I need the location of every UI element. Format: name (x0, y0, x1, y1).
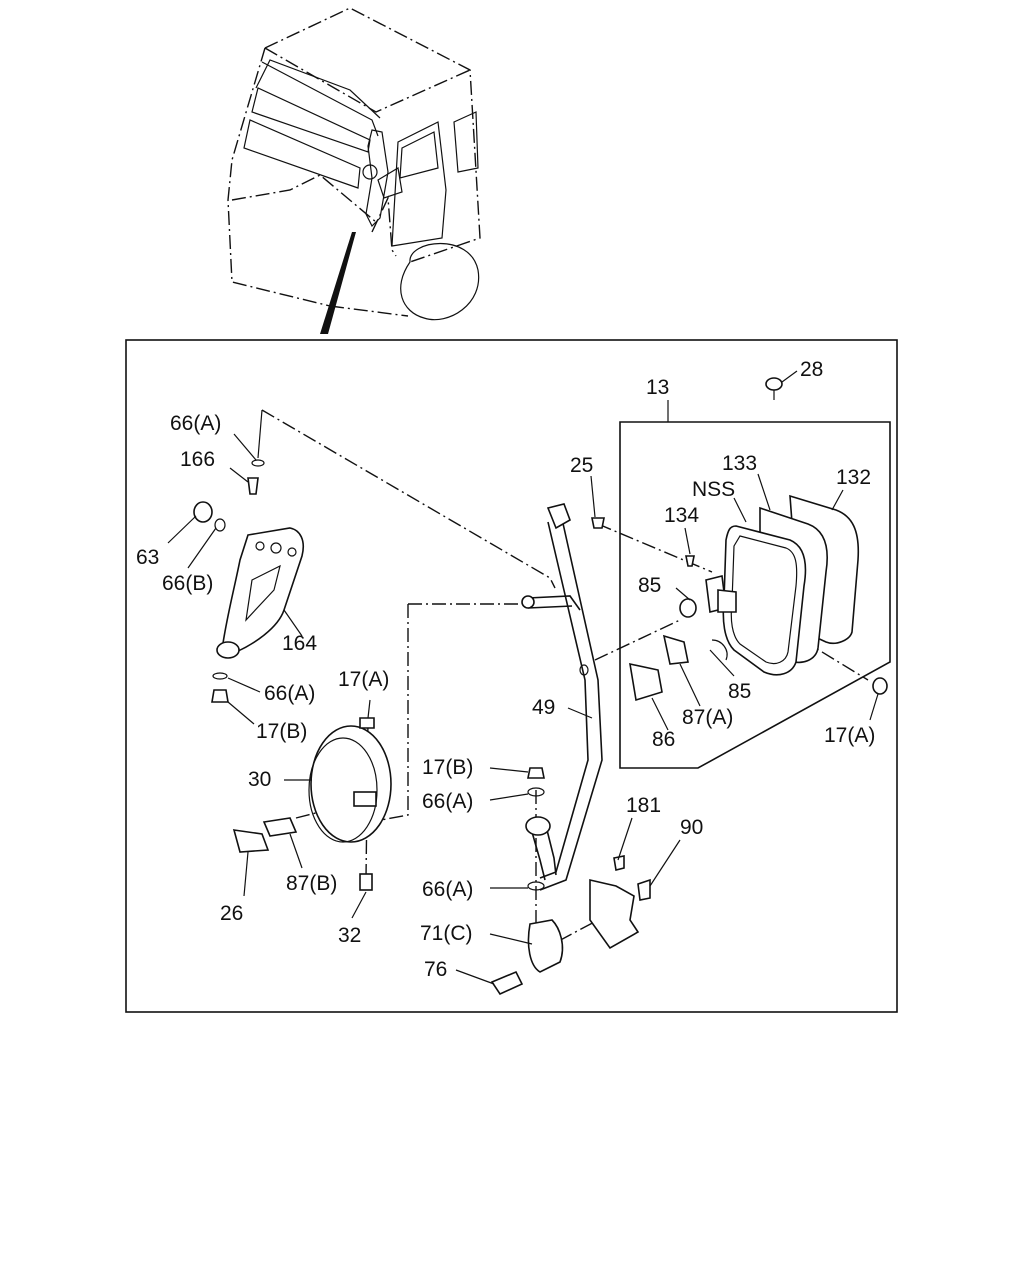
bracket-181-90 (211, 672, 651, 996)
part-labels: 28 13 66(A) 166 25 133 132 NSS 134 63 66… (136, 358, 875, 981)
label-63: 63 (136, 546, 159, 569)
mirror-stay-pipe-49 (521, 503, 603, 891)
label-87a: 87(A) (682, 706, 733, 729)
label-13: 13 (646, 376, 669, 399)
label-66a-top: 66(A) (170, 412, 221, 435)
label-164: 164 (282, 632, 317, 655)
label-30: 30 (248, 768, 271, 791)
label-85-upper: 85 (638, 574, 661, 597)
label-87b: 87(B) (286, 872, 337, 895)
label-17a-left: 17(A) (338, 668, 389, 691)
label-76: 76 (424, 958, 447, 981)
label-86: 86 (652, 728, 675, 751)
label-49: 49 (532, 696, 555, 719)
label-134: 134 (664, 504, 699, 527)
label-90: 90 (680, 816, 703, 839)
label-28: 28 (800, 358, 823, 381)
label-181: 181 (626, 794, 661, 817)
label-66a-low: 66(A) (422, 790, 473, 813)
rectangular-mirror-13 (591, 377, 888, 702)
label-85-lower: 85 (728, 680, 751, 703)
label-26: 26 (220, 902, 243, 925)
label-166: 166 (180, 448, 215, 471)
detail-frame (125, 339, 898, 1013)
leader-lines (167, 370, 879, 985)
truck-cab-illustration (227, 7, 481, 334)
label-17b-left: 17(B) (256, 720, 307, 743)
mirror-stay-164 (193, 459, 305, 659)
label-66a-mid: 66(A) (264, 682, 315, 705)
assembly-13-bracket (619, 421, 891, 769)
label-66a-bot: 66(A) (422, 878, 473, 901)
label-66b: 66(B) (162, 572, 213, 595)
label-17b-mid: 17(B) (422, 756, 473, 779)
label-nss: NSS (692, 478, 735, 501)
round-mirror-30 (232, 717, 392, 891)
label-132: 132 (836, 466, 871, 489)
label-17a-right: 17(A) (824, 724, 875, 747)
label-25: 25 (570, 454, 593, 477)
label-133: 133 (722, 452, 757, 475)
label-32: 32 (338, 924, 361, 947)
label-71c: 71(C) (420, 922, 473, 945)
